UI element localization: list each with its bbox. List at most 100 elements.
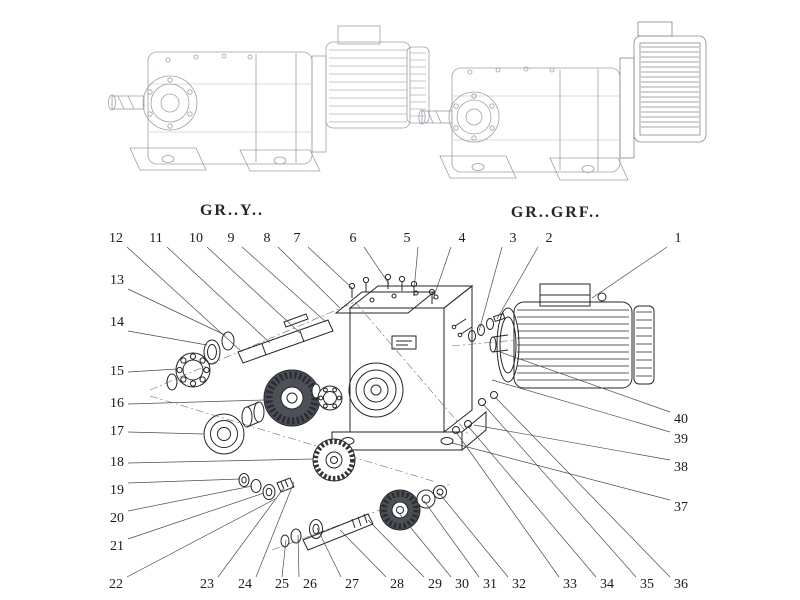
leader-line-25	[281, 539, 287, 578]
leader-line-21	[127, 492, 265, 540]
gearbox-housing	[331, 284, 498, 452]
leader-line-7	[307, 246, 354, 290]
cover-and-bolts	[334, 273, 436, 314]
leader-line-26	[297, 534, 300, 578]
gear-bearing	[317, 385, 343, 411]
callout-3: 3	[509, 231, 517, 246]
callout-17: 17	[110, 424, 124, 439]
second-stage-gear	[312, 438, 356, 482]
callout-2: 2	[545, 231, 553, 246]
callout-19: 19	[110, 483, 124, 498]
gr-y-drawing	[108, 25, 430, 172]
callout-27: 27	[345, 577, 359, 592]
leader-line-22	[126, 497, 278, 578]
leader-line-36	[494, 396, 671, 578]
callout-24: 24	[238, 577, 252, 592]
leader-line-5	[413, 246, 419, 291]
leader-line-12	[126, 246, 243, 353]
leader-lines	[126, 246, 671, 578]
callout-12: 12	[109, 231, 123, 246]
callout-39: 39	[674, 432, 688, 447]
callout-7: 7	[293, 231, 301, 246]
callout-16: 16	[110, 396, 124, 411]
callout-31: 31	[483, 577, 497, 592]
callout-34: 34	[600, 577, 614, 592]
leader-line-19	[127, 478, 241, 484]
callout-28: 28	[390, 577, 404, 592]
callout-22: 22	[109, 577, 123, 592]
leader-line-37	[451, 442, 671, 501]
callout-18: 18	[110, 455, 124, 470]
leader-line-32	[438, 492, 509, 578]
leader-line-28	[339, 529, 387, 578]
callout-9: 9	[227, 231, 235, 246]
leader-line-2	[496, 246, 539, 320]
leader-line-10	[206, 246, 301, 334]
callout-35: 35	[640, 577, 654, 592]
leader-line-40	[499, 351, 671, 413]
callout-4: 4	[458, 231, 466, 246]
leader-line-6	[363, 246, 390, 285]
leader-line-3	[478, 246, 503, 332]
callout-30: 30	[455, 577, 469, 592]
leader-line-27	[316, 527, 342, 578]
leader-line-13	[127, 288, 226, 336]
callout-32: 32	[512, 577, 526, 592]
callout-20: 20	[110, 511, 124, 526]
shaft-key	[283, 313, 309, 328]
callout-36: 36	[674, 577, 688, 592]
construction-lines	[149, 301, 517, 551]
leader-line-29	[367, 519, 425, 578]
first-stage-gear	[263, 369, 343, 427]
leader-line-23	[217, 488, 284, 578]
gr-grf-drawing	[418, 21, 707, 181]
callout-10: 10	[189, 231, 203, 246]
leader-line-31	[423, 500, 480, 578]
output-bearing-and-bushing	[203, 401, 265, 455]
callout-23: 23	[200, 577, 214, 592]
leader-line-18	[127, 458, 314, 464]
leader-line-15	[127, 368, 178, 373]
callout-40: 40	[674, 412, 688, 427]
model-label-gr-y: GR..Y..	[199, 202, 265, 219]
callout-11: 11	[149, 231, 163, 246]
leader-line-24	[255, 481, 295, 578]
leader-line-16	[127, 399, 265, 405]
leader-line-11	[166, 246, 271, 344]
leader-line-30	[397, 511, 452, 578]
leader-line-9	[241, 246, 327, 323]
leader-line-38	[473, 424, 671, 461]
callout-33: 33	[563, 577, 577, 592]
callout-14: 14	[110, 315, 124, 330]
leader-line-1	[591, 246, 668, 299]
oil-seal	[203, 339, 221, 365]
leader-line-8	[277, 246, 341, 309]
leader-line-14	[127, 330, 208, 346]
callout-29: 29	[428, 577, 442, 592]
leader-line-17	[127, 431, 205, 435]
callout-1: 1	[674, 231, 682, 246]
callout-15: 15	[110, 364, 124, 379]
brake-cover-block	[619, 21, 707, 159]
callout-21: 21	[110, 539, 124, 554]
callout-26: 26	[303, 577, 317, 592]
leader-line-33	[455, 431, 560, 578]
leader-line-34	[467, 425, 597, 578]
exploded-view	[149, 273, 655, 551]
leader-line-4	[432, 246, 452, 300]
callout-13: 13	[110, 273, 124, 288]
callout-25: 25	[275, 577, 289, 592]
motor	[489, 283, 655, 389]
callout-38: 38	[674, 460, 688, 475]
output-bearing	[175, 352, 211, 388]
callout-6: 6	[349, 231, 357, 246]
nameplate	[391, 335, 417, 350]
callout-37: 37	[674, 500, 688, 515]
circlip	[221, 331, 235, 351]
washers-and-pinion	[238, 473, 295, 500]
output-shaft-assembly	[166, 313, 334, 391]
callout-5: 5	[403, 231, 411, 246]
callout-8: 8	[263, 231, 271, 246]
